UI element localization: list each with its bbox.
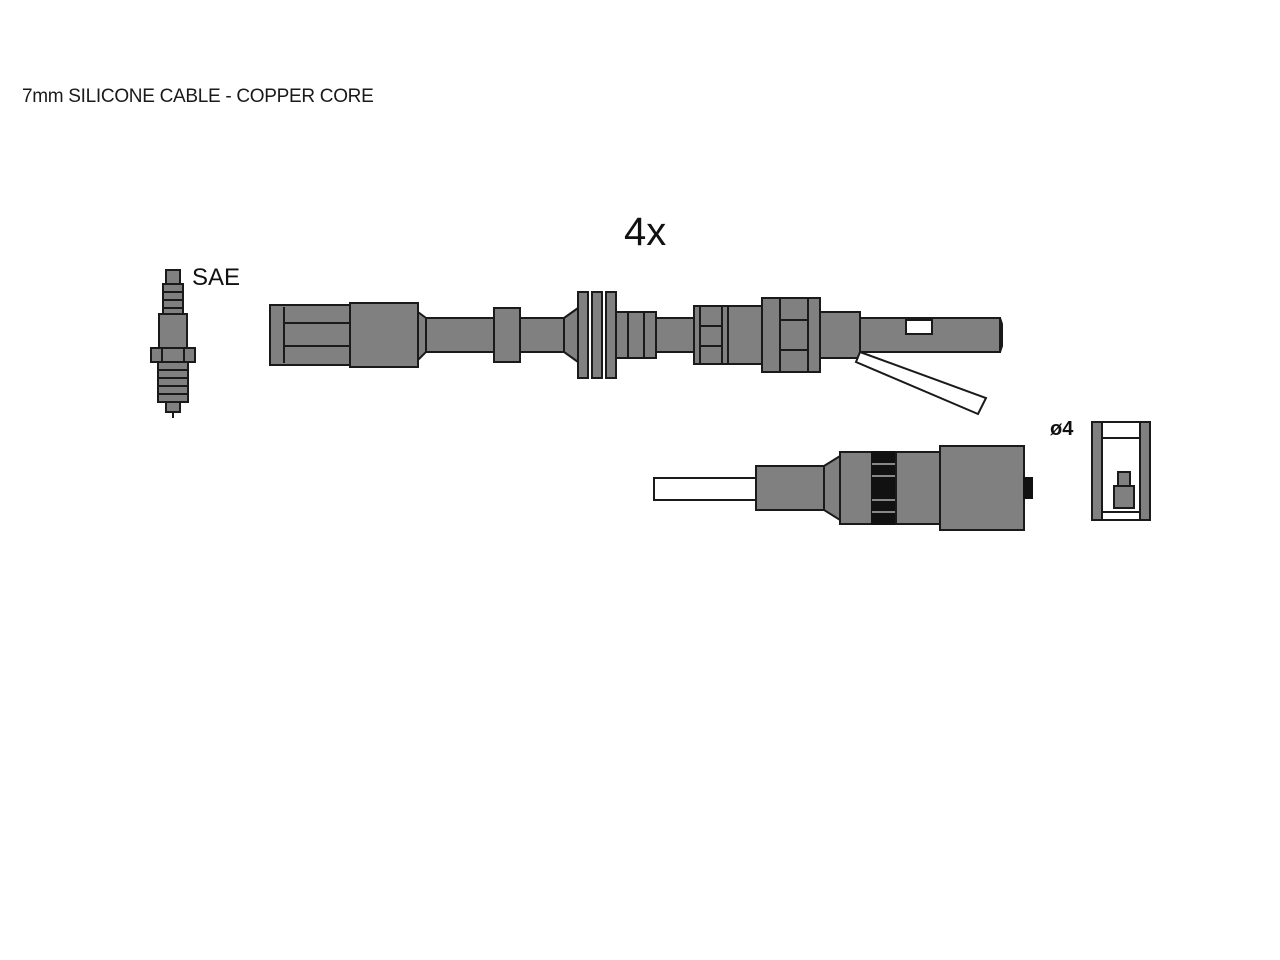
spark-plug-icon (150, 269, 196, 418)
terminal-diameter-label: ø4 (1050, 418, 1074, 440)
terminal-section-icon (1091, 421, 1151, 521)
spark-plug-type-label: SAE (192, 264, 241, 291)
cable-spec-caption: 7mm SILICONE CABLE - COPPER CORE (22, 86, 374, 107)
coil-boot-assembly (269, 291, 1003, 416)
plug-boot-assembly (653, 445, 1033, 531)
quantity-label: 4x (624, 210, 667, 254)
